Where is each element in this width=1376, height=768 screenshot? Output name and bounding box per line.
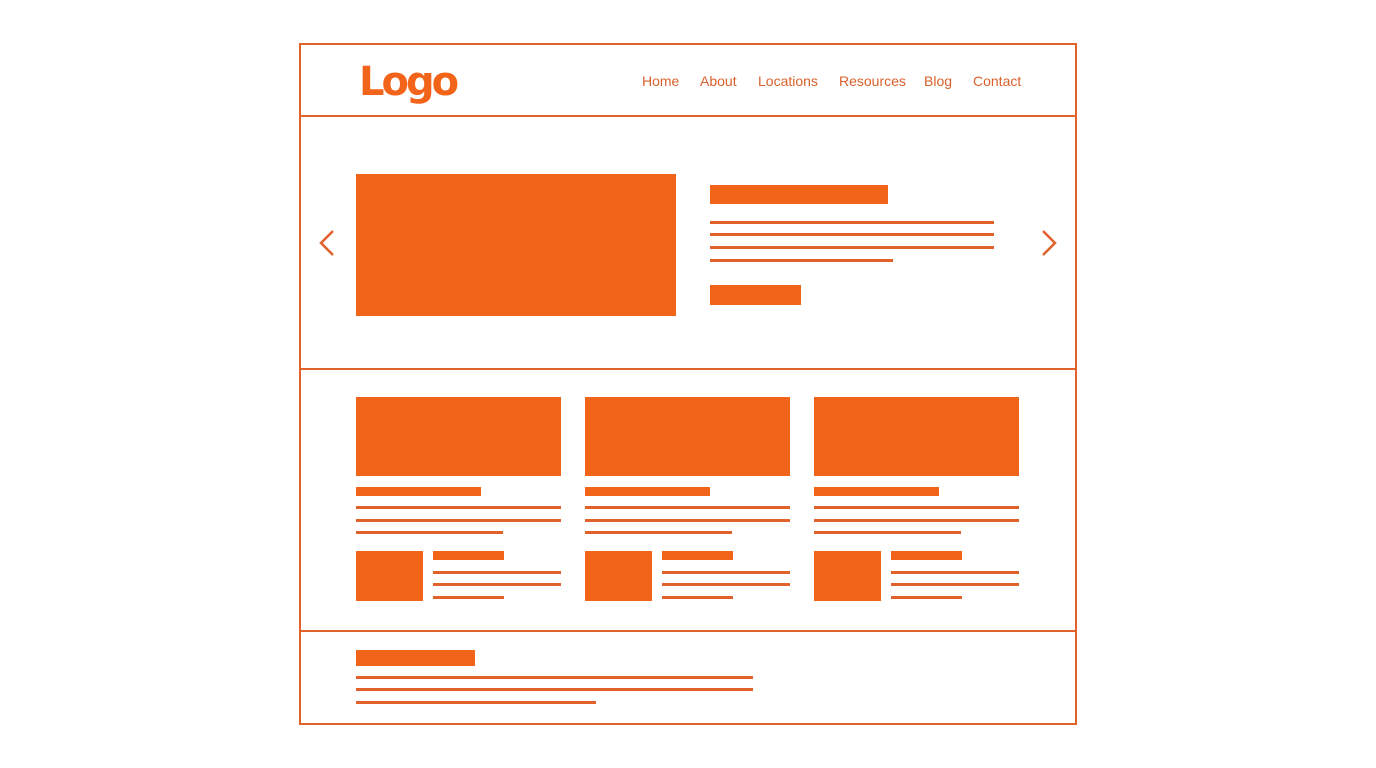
footer-divider	[301, 630, 1075, 632]
logo[interactable]: Logo	[359, 59, 459, 105]
card-subtitle-placeholder	[891, 551, 962, 560]
nav-blog[interactable]: Blog	[924, 73, 953, 89]
hero-divider	[301, 368, 1075, 370]
footer-text-line	[356, 676, 753, 679]
card-text-line	[585, 519, 790, 522]
card-subtext-line	[891, 596, 962, 599]
card-text-line	[585, 506, 790, 509]
card-subtext-line	[891, 571, 1019, 574]
chevron-right-icon[interactable]	[1039, 229, 1059, 257]
card-title-placeholder	[585, 487, 710, 496]
card-image-placeholder	[356, 397, 561, 476]
card-subtext-line	[433, 596, 504, 599]
nav-locations[interactable]: Locations	[758, 73, 818, 89]
hero-image-placeholder	[356, 174, 676, 316]
card-image-placeholder	[585, 397, 790, 476]
card-subtitle-placeholder	[433, 551, 504, 560]
hero-title-placeholder	[710, 185, 888, 204]
nav-contact[interactable]: Contact	[973, 73, 1022, 89]
nav-resources[interactable]: Resources	[839, 73, 906, 89]
card-text-line	[585, 531, 732, 534]
nav-about[interactable]: About	[700, 73, 737, 89]
hero-text-line	[710, 221, 994, 224]
card-subtext-line	[433, 583, 561, 586]
nav-home[interactable]: Home	[642, 73, 680, 89]
card-text-line	[814, 531, 961, 534]
chevron-left-icon[interactable]	[317, 229, 337, 257]
header-divider	[301, 115, 1075, 117]
card-subtext-line	[662, 571, 790, 574]
card-text-line	[814, 519, 1019, 522]
card-text-line	[356, 531, 503, 534]
card-text-line	[356, 519, 561, 522]
card-subtext-line	[433, 571, 561, 574]
footer-text-line	[356, 701, 596, 704]
card-subtitle-placeholder	[662, 551, 733, 560]
card-subtext-line	[662, 583, 790, 586]
card-thumbnail-placeholder	[814, 551, 881, 601]
footer-title-placeholder	[356, 650, 475, 666]
card-title-placeholder	[814, 487, 939, 496]
card-subtext-line	[891, 583, 1019, 586]
card-text-line	[356, 506, 561, 509]
card-text-line	[814, 506, 1019, 509]
hero-text-line	[710, 246, 994, 249]
footer-text-line	[356, 688, 753, 691]
card-title-placeholder	[356, 487, 481, 496]
card-thumbnail-placeholder	[585, 551, 652, 601]
card-subtext-line	[662, 596, 733, 599]
hero-text-line	[710, 233, 994, 236]
hero-text-line	[710, 259, 893, 262]
card-thumbnail-placeholder	[356, 551, 423, 601]
hero-button-placeholder[interactable]	[710, 285, 801, 305]
wireframe-page: Logo Home About Locations Resources Blog…	[299, 43, 1077, 725]
card-image-placeholder	[814, 397, 1019, 476]
